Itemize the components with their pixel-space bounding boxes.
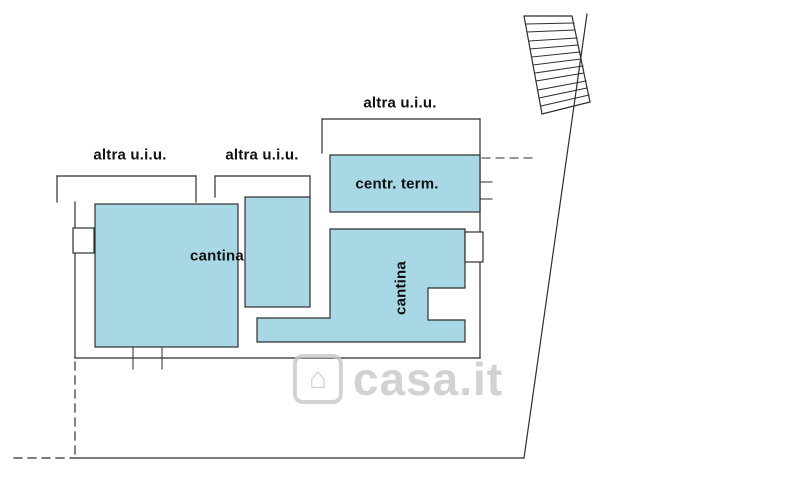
room-label-cantina-right: cantina [392, 261, 410, 315]
altra-uiu-left-outline [56, 175, 197, 203]
wall-pier-left [72, 227, 95, 254]
room-label-centr-term: centr. term. [355, 175, 439, 193]
watermark: ⌂ casa.it [292, 353, 504, 405]
staircase [523, 15, 591, 115]
staircase-steps [525, 22, 590, 107]
property-boundary-line [523, 13, 588, 459]
room-cantina-right [256, 228, 466, 343]
wall-pier-right [464, 231, 484, 263]
room-label-altra-uiu-mid: altra u.i.u. [225, 146, 299, 164]
room-cantina-left-main [94, 203, 239, 348]
room-centr-term [329, 154, 481, 213]
room-label-altra-uiu-left: altra u.i.u. [93, 146, 167, 164]
altra-uiu-top-outline [321, 118, 481, 154]
room-label-cantina-left: cantina [190, 247, 244, 265]
room-label-altra-uiu-top: altra u.i.u. [363, 94, 437, 112]
room-cantina-left-strip [244, 196, 311, 308]
altra-uiu-mid-outline [214, 175, 311, 198]
watermark-text: casa.it [352, 353, 504, 405]
wall-ticks [132, 181, 493, 370]
watermark-house-icon: ⌂ [292, 354, 343, 404]
